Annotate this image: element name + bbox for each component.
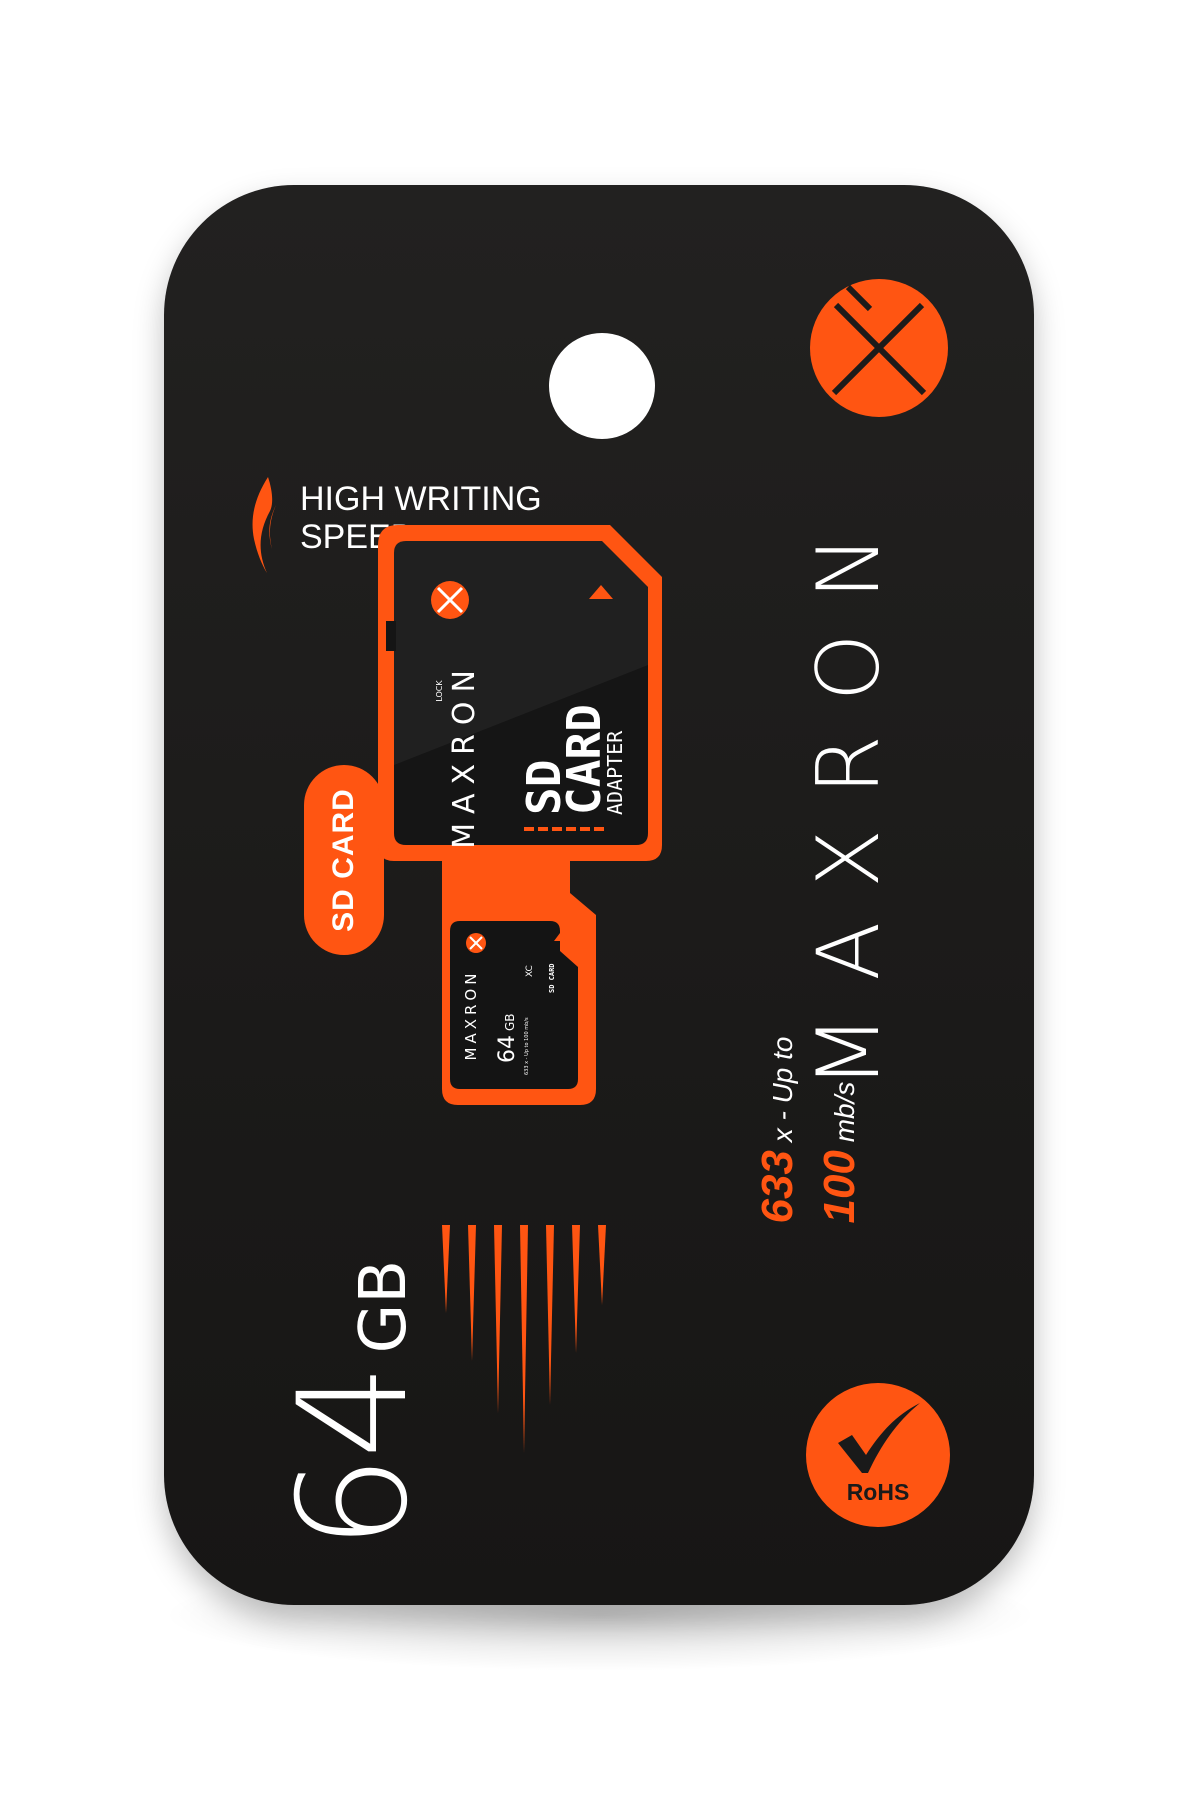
speed-rays-icon bbox=[442, 1225, 606, 1453]
adapter-x-logo-icon bbox=[431, 581, 469, 619]
insert-arrow-icon bbox=[589, 585, 613, 599]
microsd-x-logo-icon bbox=[466, 933, 486, 953]
hang-hole bbox=[549, 333, 655, 439]
sd-card-illustration: MAXRON LOCK SD CARD ADAPTER MAXRON 64GB … bbox=[378, 525, 662, 1105]
capacity-unit: GB bbox=[347, 1259, 421, 1354]
microsd-class-label: XC bbox=[525, 965, 535, 977]
microsd-speed-text: 633 x - Up to 100 mb/s bbox=[524, 1017, 530, 1075]
sd-card-badge: SD CARD bbox=[304, 765, 384, 955]
adapter-title-adapter: ADAPTER bbox=[603, 730, 627, 815]
product-package: HIGH WRITING SPEED SD CARD 64GB MAXRON L… bbox=[164, 185, 1034, 1605]
speed-rating-value: 633 bbox=[753, 1150, 802, 1224]
headline-line-1: HIGH WRITING bbox=[300, 480, 542, 518]
checkmark-icon bbox=[838, 1403, 920, 1473]
rohs-label: RoHS bbox=[846, 1479, 910, 1505]
speed-unit: mb/s bbox=[829, 1081, 860, 1151]
rohs-badge: RoHS bbox=[806, 1383, 950, 1527]
microsd-sd-logo: SD CARD bbox=[548, 963, 556, 993]
microsd-capacity: 64GB bbox=[495, 1013, 520, 1063]
microsd-brand: MAXRON bbox=[462, 970, 480, 1061]
adapter-dash-stripe bbox=[524, 827, 604, 831]
sd-card-badge-label: SD CARD bbox=[327, 788, 360, 932]
capacity-number: 64 bbox=[267, 1367, 441, 1551]
brand-wordmark: MAXRON bbox=[799, 501, 899, 1089]
maxron-x-logo-icon bbox=[810, 279, 948, 417]
adapter-title-card: CARD bbox=[557, 704, 611, 815]
adapter-title-sd: SD bbox=[517, 760, 571, 815]
speed-rating-suffix: x - Up to bbox=[767, 1036, 798, 1151]
flame-icon bbox=[252, 477, 276, 573]
adapter-brand: MAXRON bbox=[447, 661, 482, 849]
adapter-lock-label: LOCK bbox=[435, 680, 444, 702]
speed-max-value: 100 bbox=[815, 1150, 864, 1224]
speed-rating: 633 x - Up to 100 mb/s bbox=[684, 1000, 944, 1260]
